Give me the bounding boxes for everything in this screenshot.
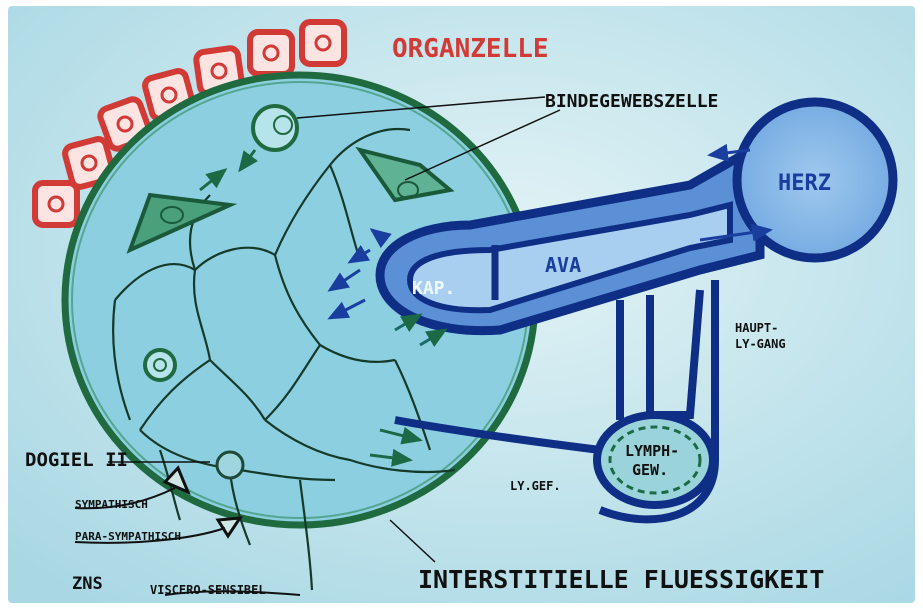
dogiel-cell <box>217 452 243 478</box>
label-lymph-1: LYMPH- <box>625 442 679 460</box>
label-haupt-1: HAUPT- <box>735 321 778 335</box>
label-para-sympathisch: PARA-SYMPATHISCH <box>75 530 181 543</box>
tissue-cell <box>145 350 175 380</box>
label-lymph-2: GEW. <box>632 461 668 479</box>
label-organzelle: ORGANZELLE <box>392 34 549 64</box>
organ-cell <box>302 22 344 64</box>
label-haupt-2: LY-GANG <box>735 337 786 351</box>
label-sympathisch: SYMPATHISCH <box>75 498 148 511</box>
organ-cell <box>35 183 77 225</box>
label-bindegewebszelle: BINDEGEWEBSZELLE <box>545 91 718 112</box>
organ-cell <box>250 32 292 74</box>
label-ly-gef: LY.GEF. <box>510 479 561 493</box>
label-zns: ZNS <box>72 574 103 594</box>
label-interstitielle: INTERSTITIELLE FLUESSIGKEIT <box>418 565 824 594</box>
label-dogiel: DOGIEL II <box>25 449 128 471</box>
label-herz: HERZ <box>778 171 831 196</box>
label-visceero-sensibel: VISCERO-SENSIBEL <box>150 583 266 597</box>
label-kap: KAP. <box>412 278 455 299</box>
label-ava: AVA <box>545 253 581 277</box>
